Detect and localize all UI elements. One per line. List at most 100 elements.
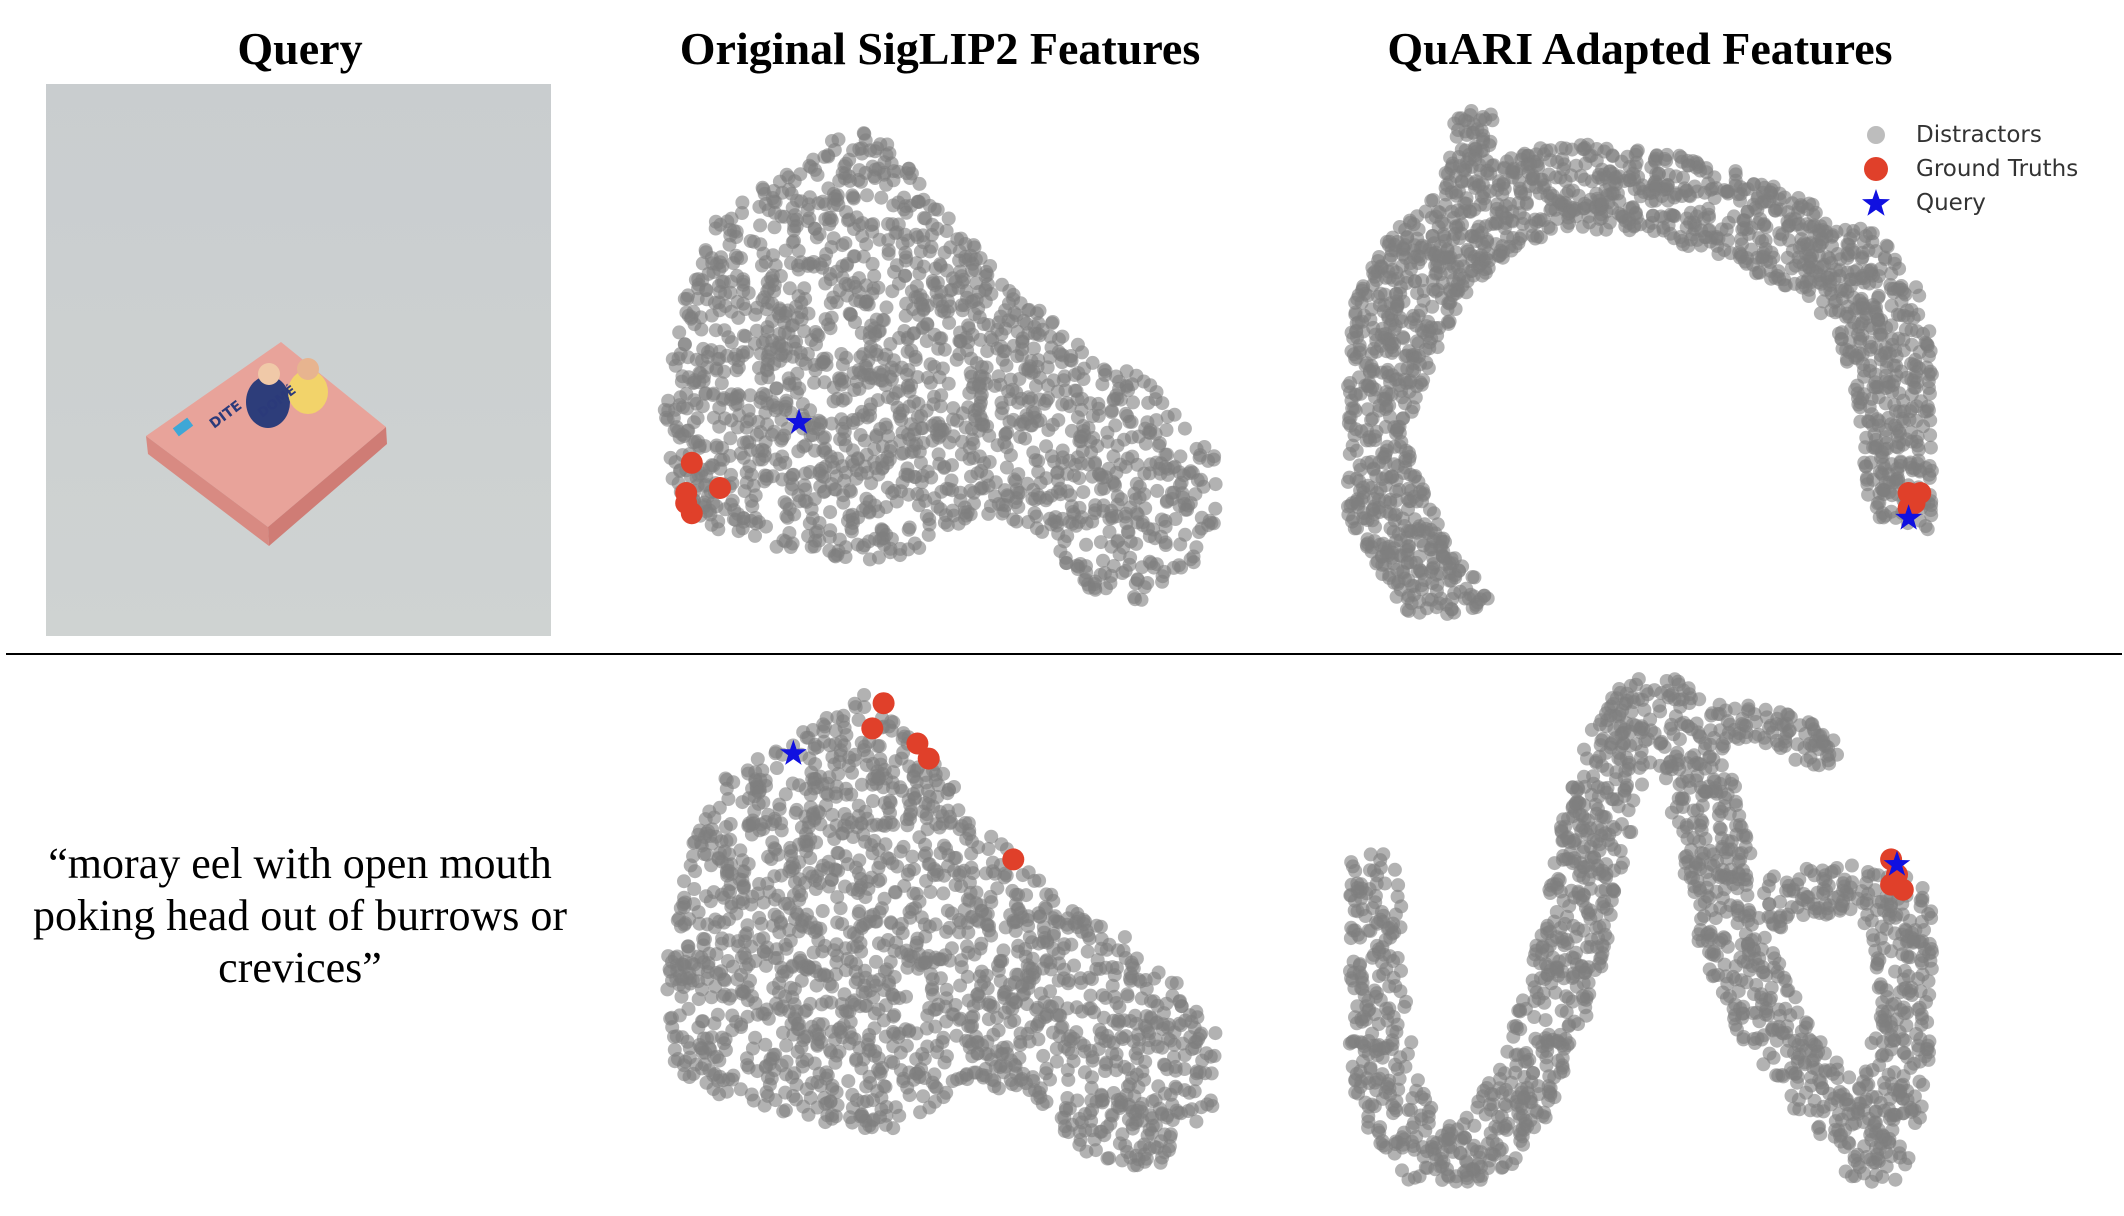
distractor-point bbox=[894, 446, 909, 461]
distractor-point bbox=[1076, 485, 1091, 500]
distractor-point bbox=[1871, 288, 1886, 303]
distractor-point bbox=[1080, 944, 1095, 959]
distractor-point bbox=[876, 523, 891, 538]
distractor-point bbox=[997, 991, 1012, 1005]
distractor-point bbox=[980, 981, 995, 996]
distractor-point bbox=[852, 142, 867, 156]
distractor-point bbox=[1390, 562, 1405, 577]
distractor-point bbox=[1172, 465, 1187, 480]
distractor-point bbox=[1599, 141, 1614, 156]
distractor-point bbox=[1172, 498, 1187, 513]
distractor-point bbox=[980, 1034, 995, 1049]
distractor-point bbox=[1010, 349, 1025, 364]
distractor-point bbox=[842, 483, 857, 498]
distractor-point bbox=[1850, 378, 1865, 393]
distractor-point bbox=[960, 969, 975, 984]
distractor-point bbox=[1852, 346, 1867, 361]
distractor-point bbox=[779, 497, 794, 512]
distractor-point bbox=[920, 464, 935, 479]
distractor-point bbox=[1592, 167, 1607, 182]
distractor-point bbox=[741, 403, 756, 418]
distractor-point bbox=[1043, 329, 1058, 344]
distractor-point bbox=[795, 1054, 810, 1069]
distractor-point bbox=[1869, 300, 1883, 315]
distractor-point bbox=[1370, 554, 1385, 569]
distractor-point bbox=[688, 864, 702, 879]
distractor-point bbox=[1763, 263, 1778, 278]
distractor-point bbox=[1341, 379, 1356, 394]
distractor-point bbox=[1105, 1046, 1120, 1061]
distractor-point bbox=[1171, 558, 1186, 573]
distractor-point bbox=[903, 949, 918, 964]
distractor-point bbox=[964, 421, 979, 436]
distractor-point bbox=[1090, 439, 1105, 453]
distractor-point bbox=[940, 518, 955, 533]
distractor-point bbox=[813, 415, 828, 430]
distractor-point bbox=[859, 500, 874, 515]
distractor-point bbox=[1009, 995, 1024, 1010]
distractor-point bbox=[1864, 407, 1879, 422]
distractor-point bbox=[826, 394, 841, 409]
distractor-point bbox=[899, 205, 914, 220]
distractor-point bbox=[731, 310, 746, 325]
distractor-point bbox=[948, 878, 963, 892]
distractor-point bbox=[1871, 269, 1886, 284]
distractor-point bbox=[847, 249, 862, 264]
distractor-point bbox=[793, 167, 808, 182]
distractor-point bbox=[1379, 344, 1394, 359]
distractor-point bbox=[1860, 477, 1875, 492]
distractor-point bbox=[920, 370, 935, 385]
distractor-point bbox=[1128, 1008, 1143, 1023]
distractor-point bbox=[1878, 396, 1893, 411]
distractor-point bbox=[893, 844, 908, 859]
distractor-point bbox=[1602, 215, 1617, 230]
distractor-point bbox=[818, 441, 832, 456]
distractor-point bbox=[704, 990, 719, 1005]
distractor-point bbox=[838, 849, 853, 864]
distractor-point bbox=[1125, 449, 1140, 464]
distractor-point bbox=[871, 161, 886, 176]
distractor-point bbox=[1360, 532, 1375, 547]
distractor-point bbox=[771, 888, 786, 903]
distractor-point bbox=[1592, 193, 1606, 208]
distractor-point bbox=[1021, 303, 1036, 318]
distractor-point bbox=[778, 1085, 793, 1100]
distractor-point bbox=[832, 532, 847, 547]
distractor-point bbox=[1352, 370, 1366, 385]
distractor-point bbox=[838, 156, 853, 171]
distractor-point bbox=[1054, 1020, 1068, 1035]
distractor-point bbox=[672, 325, 687, 340]
distractor-point bbox=[1121, 525, 1136, 540]
distractor-point bbox=[912, 176, 927, 191]
distractor-point bbox=[1050, 465, 1065, 480]
distractor-point bbox=[858, 985, 873, 1000]
distractor-point bbox=[1003, 372, 1018, 387]
distractor-point bbox=[1342, 446, 1357, 461]
distractor-point bbox=[1470, 595, 1485, 610]
distractor-point bbox=[1740, 251, 1755, 266]
distractor-point bbox=[1126, 961, 1141, 976]
distractor-point bbox=[1087, 1005, 1102, 1020]
distractor-point bbox=[971, 402, 986, 417]
distractor-point bbox=[1141, 425, 1156, 440]
distractor-point bbox=[1208, 1026, 1223, 1041]
distractor-point bbox=[769, 381, 784, 396]
distractor-point bbox=[1489, 214, 1504, 229]
distractor-point bbox=[1369, 469, 1384, 483]
distractor-point bbox=[853, 880, 868, 895]
distractor-point bbox=[980, 419, 995, 434]
distractor-point bbox=[871, 874, 886, 889]
distractor-point bbox=[999, 460, 1014, 475]
distractor-point bbox=[1382, 270, 1397, 285]
distractor-point bbox=[953, 865, 968, 880]
distractor-point bbox=[927, 1079, 942, 1094]
distractor-point bbox=[974, 387, 989, 402]
distractor-point bbox=[846, 415, 861, 430]
distractor-point bbox=[709, 965, 724, 980]
distractor-point bbox=[735, 986, 750, 1001]
distractor-point bbox=[1414, 303, 1428, 318]
distractor-point bbox=[1609, 170, 1624, 185]
distractor-point bbox=[866, 794, 880, 808]
distractor-point bbox=[668, 455, 683, 470]
distractor-point bbox=[1434, 214, 1449, 229]
